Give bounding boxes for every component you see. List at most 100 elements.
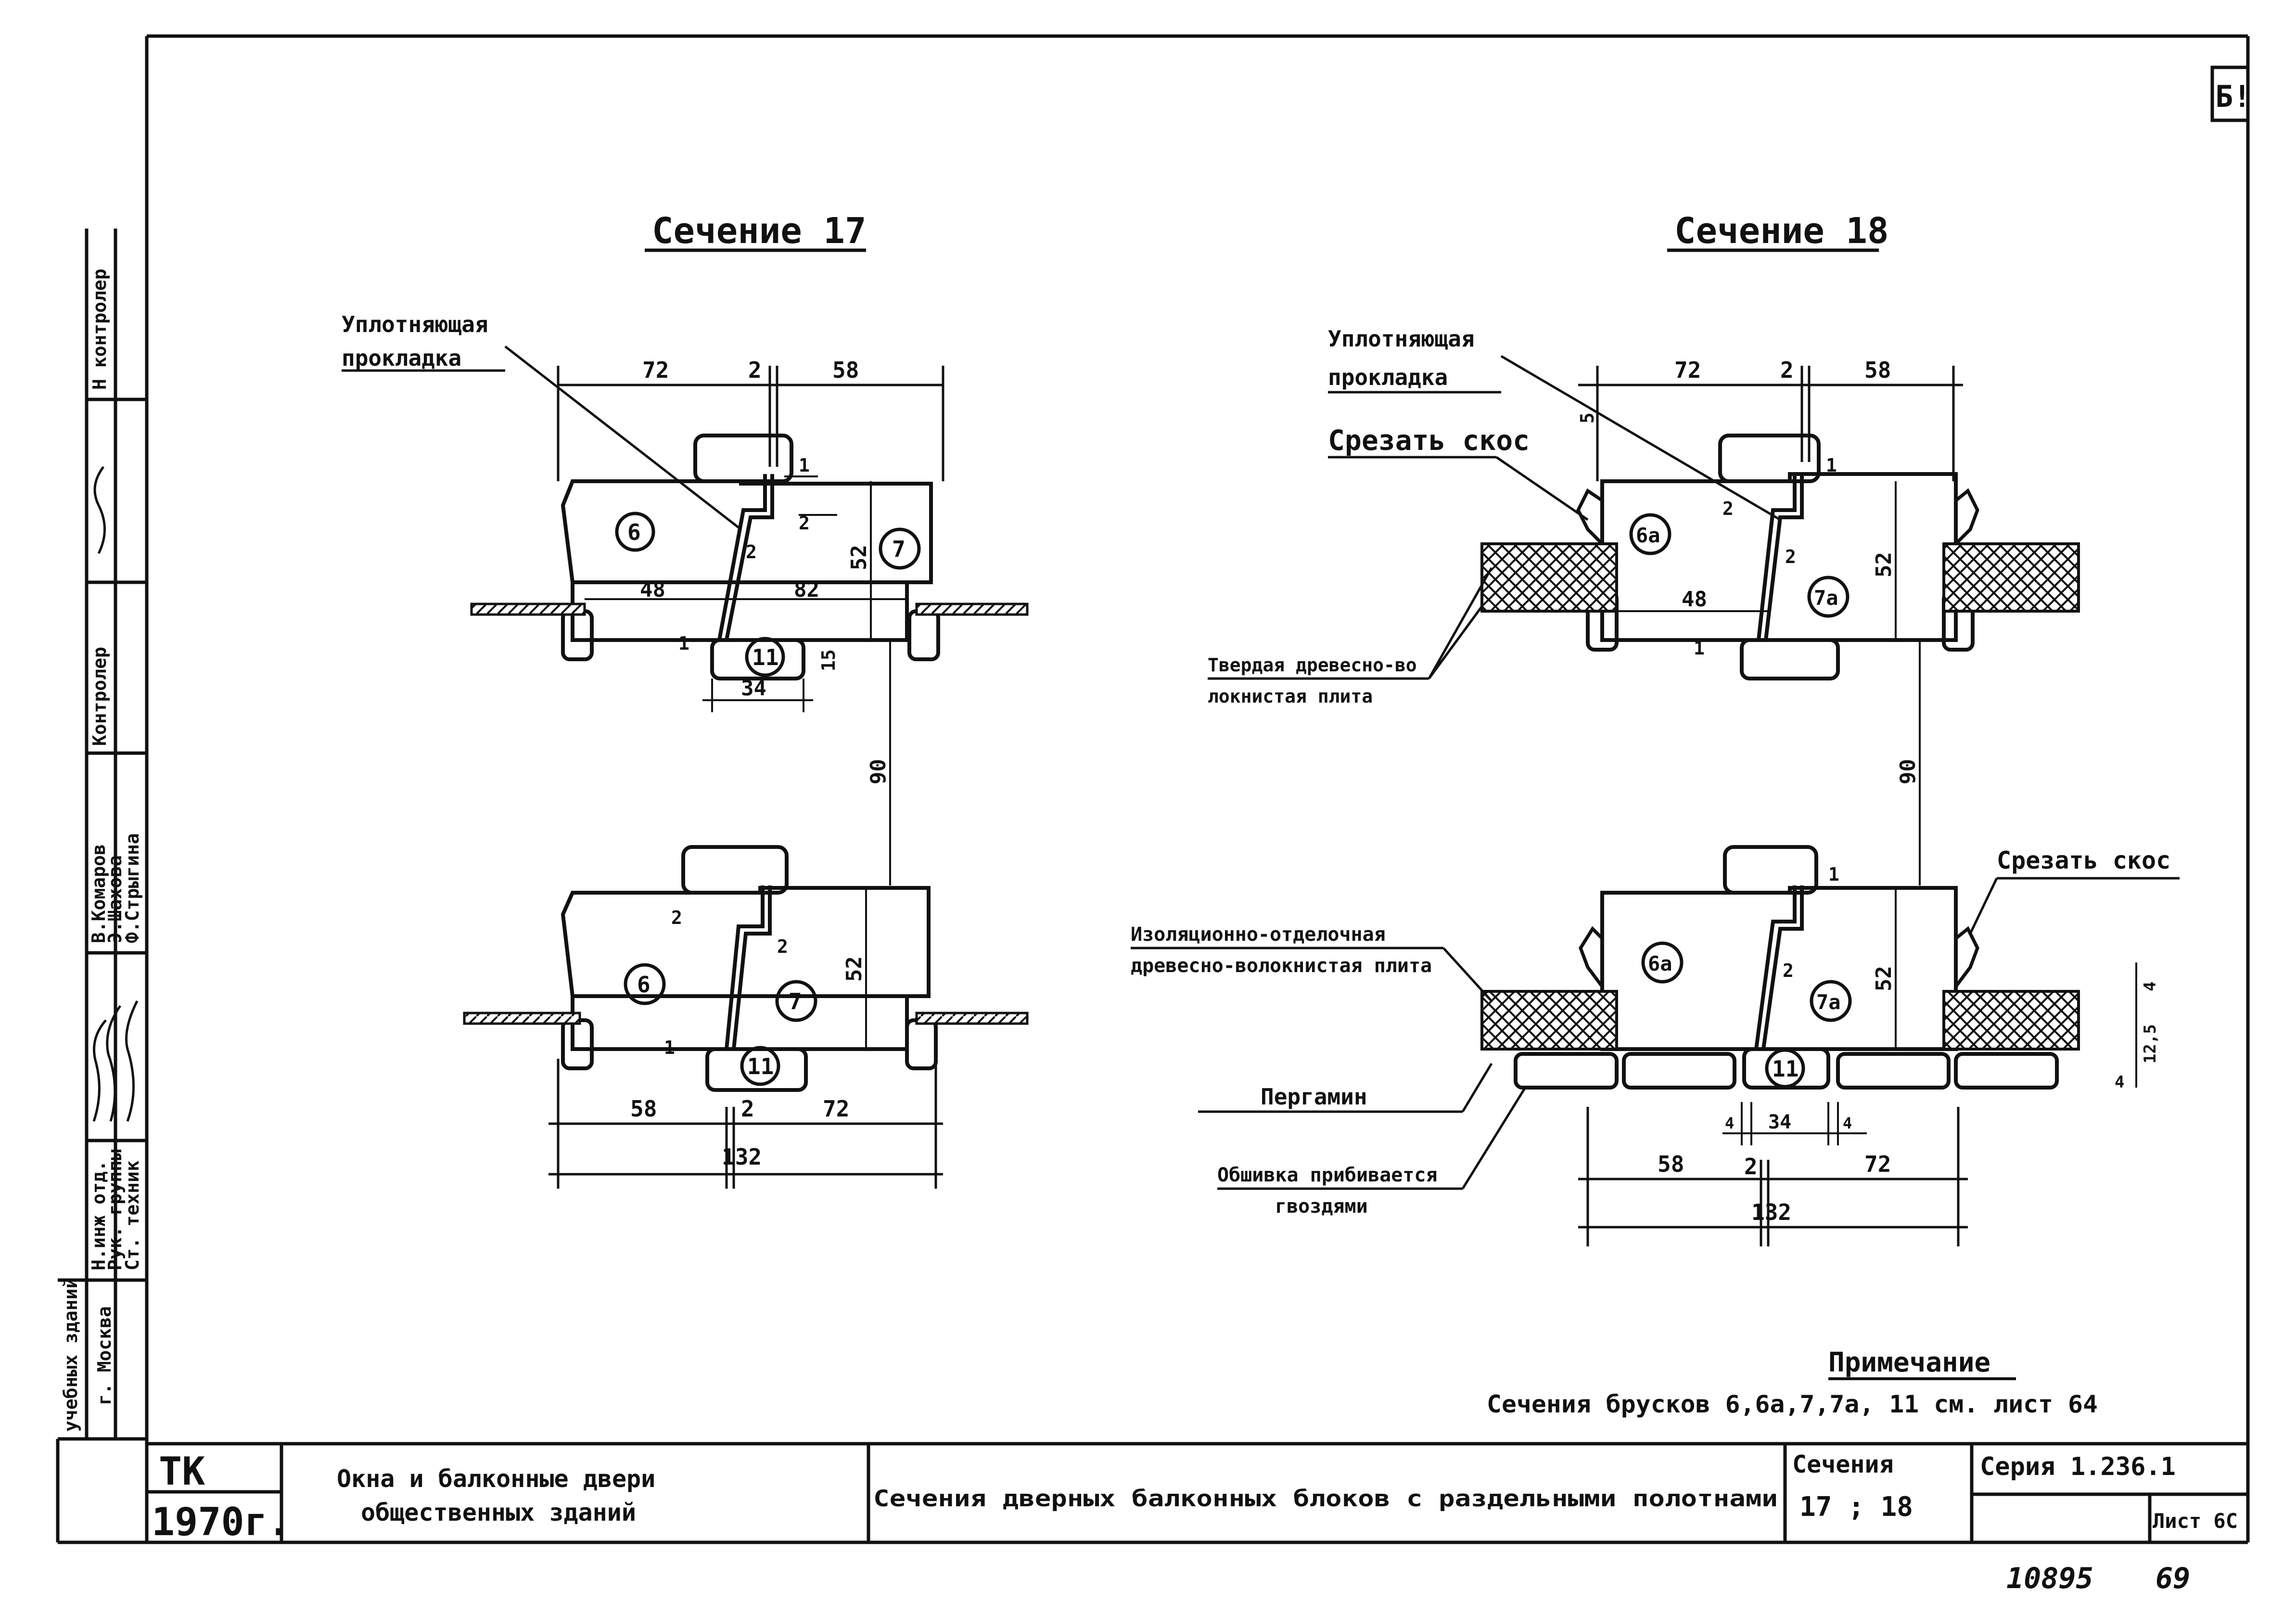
signature-marks — [92, 466, 139, 1122]
stamp-extra-1: Контролер — [89, 647, 110, 746]
s18-low-dim-4b: 4 — [2115, 1073, 2124, 1092]
tb-org: ТК — [159, 1449, 205, 1494]
s18-inner-2a: 2 — [1722, 498, 1734, 519]
section-18-seal-label-1: Уплотняющая — [1328, 326, 1475, 352]
s18-part-6a-lower: 6а — [1648, 952, 1672, 975]
title-block — [147, 1442, 2248, 1542]
side-stamp-text: учебных зданий г. Москва Н.инж отд. Рук.… — [60, 269, 143, 1432]
s17-low-dim-52: 52 — [842, 956, 867, 982]
tb-subject: Сечения дверных балконных блоков с разде… — [873, 1486, 1778, 1512]
s18-dim-58: 58 — [1864, 357, 1891, 383]
section-17-seal-label-2: прокладка — [342, 345, 461, 371]
s17-low-dim-2b: 2 — [777, 936, 788, 957]
s18-low-dim-4a: 4 — [2141, 982, 2160, 991]
stamp-role-3: Ст. техник — [122, 1160, 143, 1270]
s18-bot-dim-4a: 4 — [1725, 1114, 1734, 1132]
s17-dim-inner-34: 34 — [741, 676, 766, 701]
s17-dim-inner-82: 82 — [794, 577, 819, 602]
stamp-role-1: Н.инж отд. — [88, 1160, 109, 1270]
s18-low-dim-125: 12,5 — [2141, 1024, 2160, 1064]
note: Примечание Сечения брусков 6,6а,7,7а, 11… — [1487, 1347, 2098, 1418]
s17-dim-90: 90 — [866, 759, 891, 784]
tb-product-2: общественных зданий — [361, 1499, 636, 1526]
s18-insul-label-2: древесно-волокнистая плита — [1131, 955, 1432, 977]
section-17: Сечение 17 Уплотняющая прокладка 72 2 58… — [342, 210, 1029, 1189]
stamp-org-line-2: г. Москва — [94, 1306, 115, 1405]
s18-insul-label-1: Изоляционно-отделочная — [1131, 923, 1386, 946]
stamp-extra-2: Н контролер — [89, 269, 110, 390]
tb-series: Серия 1.236.1 — [1980, 1452, 2176, 1481]
s17-dim-inner-1b: 1 — [678, 633, 689, 654]
tb-sections-value: 17 ; 18 — [1799, 1491, 1913, 1523]
s18-bot-dim-34: 34 — [1768, 1111, 1791, 1133]
section-18: Сечение 18 Уплотняющая прокладка Срезать… — [1131, 210, 2180, 1246]
s18-dim-72: 72 — [1674, 357, 1701, 383]
s18-part-11: 11 — [1772, 1056, 1799, 1082]
s18-inner-48: 48 — [1682, 587, 1707, 612]
s17-dim-inner-48: 48 — [640, 577, 665, 602]
s18-dim-2: 2 — [1780, 357, 1794, 383]
s17-dim-72: 72 — [642, 357, 669, 383]
s18-pergamin-label: Пергамин — [1261, 1084, 1367, 1110]
tb-year: 1970г. — [152, 1500, 291, 1544]
s18-low-dim-1: 1 — [1828, 864, 1839, 885]
s18-inner-1: 1 — [1826, 455, 1837, 476]
stamp-org-line-1: учебных зданий — [60, 1278, 81, 1432]
stamp-name-2: Э.Шахова — [104, 855, 126, 943]
s18-bot-dim-72: 72 — [1864, 1151, 1891, 1177]
note-text: Сечения брусков 6,6а,7,7а, 11 см. лист 6… — [1487, 1390, 2098, 1418]
s17-bot-dim-72: 72 — [823, 1096, 849, 1122]
s17-part-6: 6 — [627, 519, 641, 545]
s17-bot-dim-2: 2 — [741, 1096, 754, 1122]
s17-part-7: 7 — [892, 536, 906, 562]
s18-part-6a: 6а — [1636, 524, 1660, 547]
s17-dim-inner-52: 52 — [847, 545, 871, 570]
s17-low-dim-1: 1 — [664, 1037, 675, 1058]
section-17-title: Сечение 17 — [652, 210, 867, 252]
s18-bot-dim-132: 132 — [1751, 1199, 1791, 1225]
note-title: Примечание — [1828, 1347, 1990, 1378]
stamp-name-3: Ф.Стрыгина — [122, 833, 143, 943]
section-17-seal-label-1: Уплотняющая — [342, 311, 488, 337]
s17-bot-dim-132: 132 — [722, 1144, 762, 1170]
s18-inner-1b: 1 — [1694, 638, 1705, 659]
s17-part-6-lower: 6 — [637, 972, 651, 998]
s18-cut-label-bottom: Срезать скос — [1997, 846, 2170, 874]
s17-part-11-lower: 11 — [747, 1053, 774, 1079]
s18-part-7a: 7а — [1814, 586, 1838, 610]
s17-dim-inner-1: 1 — [799, 455, 810, 476]
s17-dim-inner-2b: 2 — [746, 541, 757, 563]
s17-bot-dim-58: 58 — [630, 1096, 657, 1122]
archive-number: 10895 — [2006, 1562, 2093, 1595]
title-block-text: ТК 1970г. Окна и балконные двери обществ… — [152, 1449, 2238, 1544]
sheet-corner-number: Б! — [2215, 79, 2251, 114]
s18-inner-5: 5 — [1577, 412, 1598, 423]
s17-dim-58: 58 — [832, 357, 859, 383]
section-18-seal-label-2: прокладка — [1328, 364, 1448, 390]
stamp-name-1: В.Комаров — [88, 844, 109, 943]
s18-bot-dim-2: 2 — [1744, 1154, 1758, 1180]
s18-cladding-label-1: Обшивка прибивается — [1217, 1164, 1438, 1186]
s18-part-7a-lower: 7а — [1816, 990, 1841, 1014]
s18-board-label-1: Твердая древесно-во — [1208, 654, 1417, 676]
tb-sections-label: Сечения — [1792, 1450, 1894, 1478]
section-18-title: Сечение 18 — [1674, 210, 1889, 252]
page-number: 69 — [2156, 1562, 2190, 1595]
tb-product-1: Окна и балконные двери — [337, 1465, 655, 1493]
s18-inner-52: 52 — [1872, 552, 1896, 577]
s17-dim-2: 2 — [748, 357, 762, 383]
side-stamp — [56, 229, 149, 1542]
s18-bot-dim-4b: 4 — [1843, 1114, 1852, 1132]
s17-low-dim-2a: 2 — [671, 907, 682, 928]
s18-dim-90: 90 — [1896, 759, 1920, 784]
s17-part-7-lower: 7 — [789, 988, 802, 1014]
tb-sheet: Лист 6С — [2153, 1509, 2238, 1533]
s18-low-dim-52: 52 — [1872, 966, 1896, 991]
s18-low-dim-2: 2 — [1783, 960, 1794, 981]
section-18-cut-label-top: Срезать скос — [1328, 424, 1530, 457]
s17-dim-inner-2a: 2 — [799, 513, 810, 534]
s18-cladding-label-2: гвоздями — [1275, 1195, 1368, 1218]
s17-dim-inner-15: 15 — [818, 649, 839, 671]
s18-board-label-2: локнистая плита — [1208, 686, 1373, 707]
